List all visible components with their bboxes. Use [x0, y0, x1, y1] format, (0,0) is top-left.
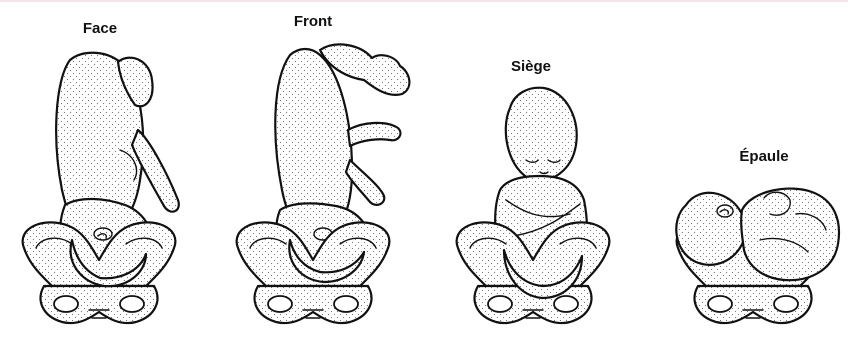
panel-front: [237, 44, 410, 323]
label-face: Face: [83, 20, 117, 37]
panel-epaule: [676, 189, 839, 324]
panel-siege: [457, 88, 610, 323]
panel-face: [23, 53, 179, 323]
label-front: Front: [294, 13, 332, 30]
label-epaule: Épaule: [739, 148, 788, 165]
label-siege: Siège: [511, 58, 551, 75]
